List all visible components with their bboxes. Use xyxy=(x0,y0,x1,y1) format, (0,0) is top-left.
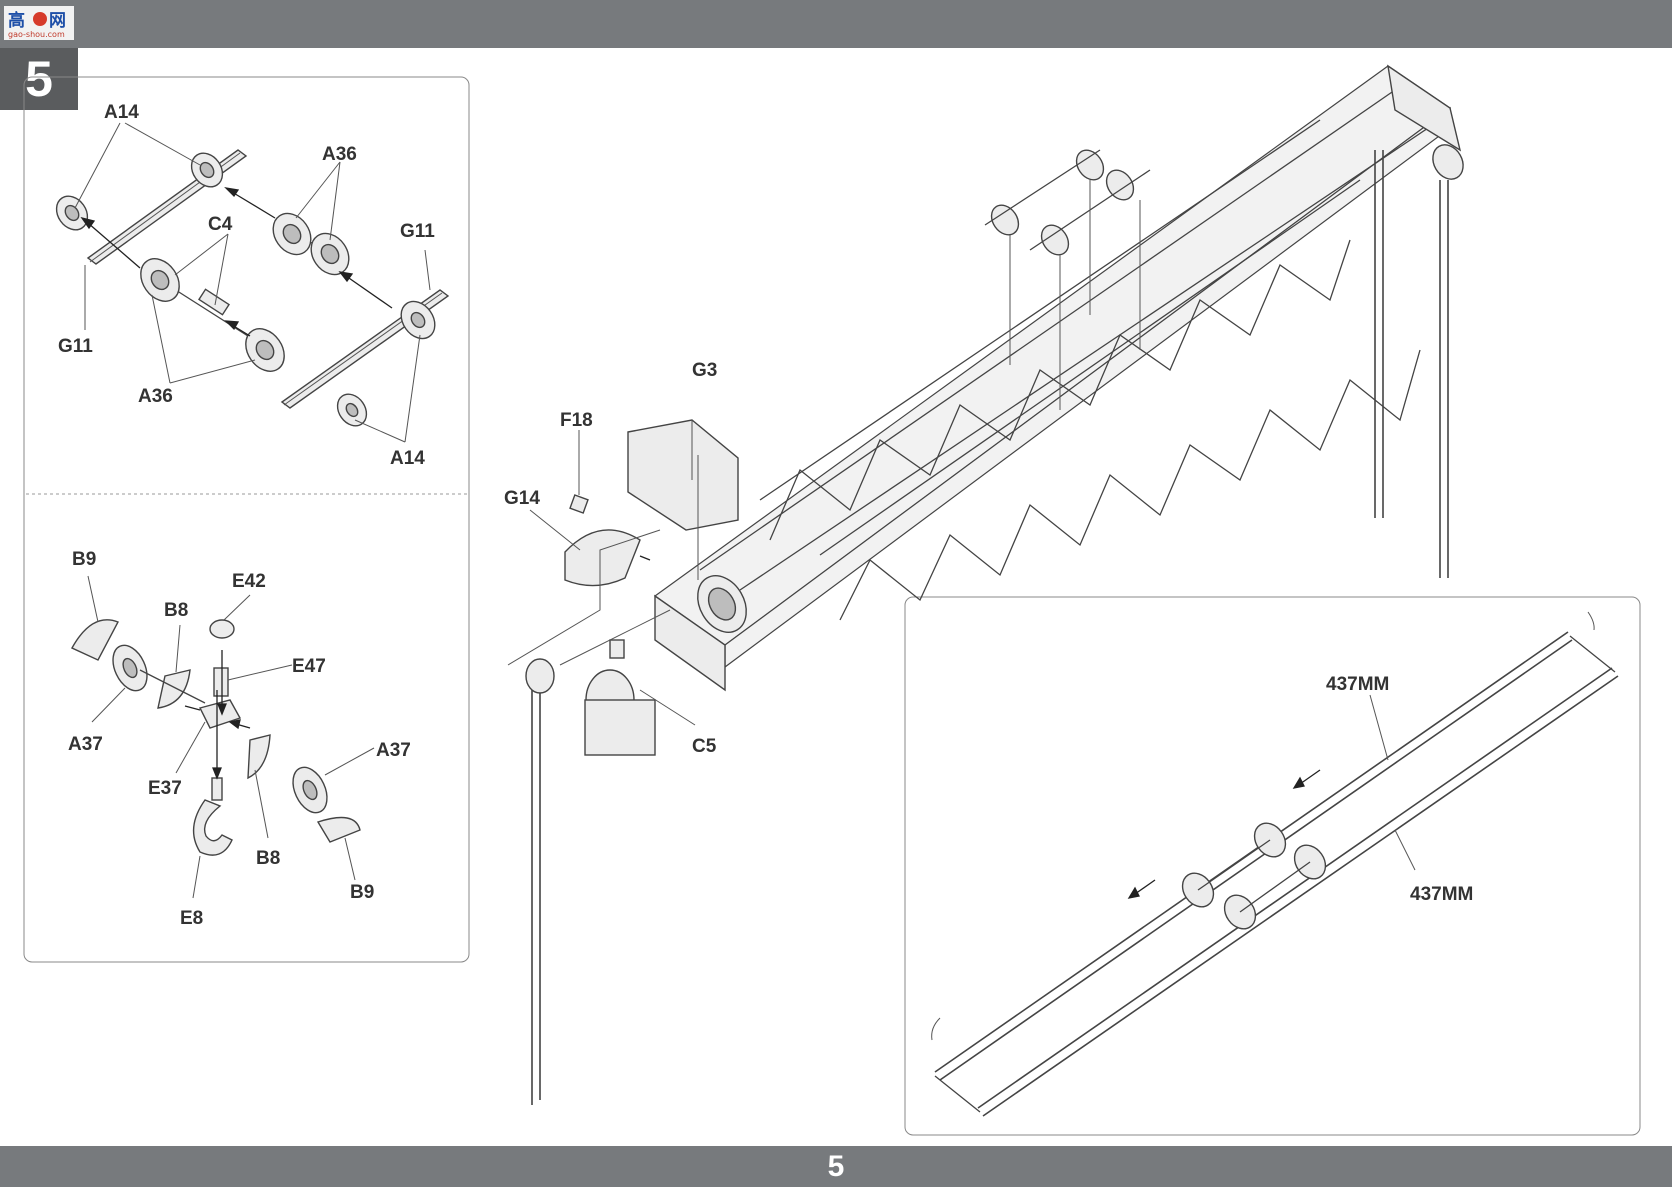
hanging-chains xyxy=(525,150,1449,1105)
brand-logo: 高 网 gao-shou.com xyxy=(4,6,74,40)
chain-layout-panel xyxy=(904,596,1641,1136)
g14-housing xyxy=(529,509,651,587)
label-measure-2: 437MM xyxy=(1410,884,1473,905)
label-e42: E42 xyxy=(232,571,266,592)
g3-cover xyxy=(627,419,739,580)
label-c4: C4 xyxy=(208,214,233,235)
label-g11-left: G11 xyxy=(58,336,93,357)
svg-text:高: 高 xyxy=(8,10,25,31)
assembly-arrows-upper xyxy=(80,187,393,337)
axle-c4 xyxy=(140,258,285,372)
f18-part xyxy=(569,430,589,514)
label-b9-right: B9 xyxy=(350,882,374,903)
svg-text:gao-shou.com: gao-shou.com xyxy=(8,30,65,39)
svg-text:网: 网 xyxy=(49,11,66,31)
label-b8-top: B8 xyxy=(164,600,188,621)
gantry-girder xyxy=(653,64,1464,692)
c5-motor xyxy=(584,639,696,756)
label-e8: E8 xyxy=(180,908,203,929)
wheel-assembly-panel xyxy=(23,76,470,963)
label-a37-right: A37 xyxy=(376,740,411,761)
label-b8-bottom: B8 xyxy=(256,848,280,869)
label-e47: E47 xyxy=(292,656,326,677)
bogie-lower xyxy=(280,289,450,427)
label-measure-1: 437MM xyxy=(1326,674,1389,695)
chain-layout xyxy=(931,611,1619,1117)
label-a37-left: A37 xyxy=(68,734,103,755)
label-f18: F18 xyxy=(560,410,593,431)
label-a36-bottom: A36 xyxy=(138,386,173,407)
assembly-arrows-lower xyxy=(184,650,251,780)
trolley-wheelsets xyxy=(984,149,1151,410)
label-c5: C5 xyxy=(692,736,717,757)
label-a14-top: A14 xyxy=(104,102,139,123)
label-b9-left: B9 xyxy=(72,549,96,570)
bogie-upper xyxy=(55,149,248,265)
label-e37: E37 xyxy=(148,778,182,799)
page-footer: 5 xyxy=(0,1146,1672,1187)
leader-lines-lower xyxy=(87,575,375,899)
axle-a36-top xyxy=(272,212,350,276)
step-number-badge: 5 xyxy=(0,48,78,110)
leader-lines-upper xyxy=(74,122,431,443)
cable-route xyxy=(507,529,671,666)
label-g3: G3 xyxy=(692,360,717,381)
label-g14: G14 xyxy=(504,488,540,509)
label-g11-right: G11 xyxy=(400,221,435,242)
page-number: 5 xyxy=(827,1150,845,1183)
label-a14-bottom: A14 xyxy=(390,448,425,469)
hook-block xyxy=(71,619,361,856)
label-a36-top: A36 xyxy=(322,144,357,165)
header-bar: 高 网 gao-shou.com xyxy=(0,0,1672,48)
